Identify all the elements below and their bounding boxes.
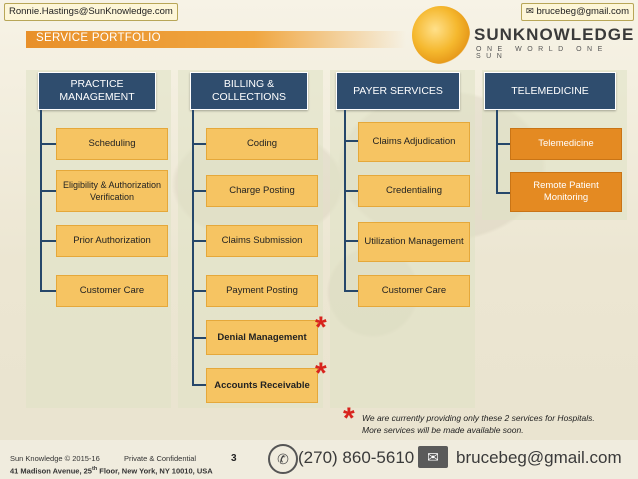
header-payer-services: PAYER SERVICES <box>336 72 460 110</box>
copyright: Sun Knowledge © 2015-16 <box>10 454 100 463</box>
header-billing-collections: BILLING & COLLECTIONS <box>190 72 308 110</box>
connector-line <box>40 190 56 192</box>
address-sup: th <box>91 466 98 472</box>
connector-line <box>496 192 510 194</box>
footer-email[interactable]: brucebeg@gmail.com <box>456 448 622 467</box>
connector-line <box>192 337 206 339</box>
service-scheduling: Scheduling <box>56 128 168 160</box>
connector-line <box>40 240 56 242</box>
connector-line <box>344 190 358 192</box>
service-telemedicine: Telemedicine <box>510 128 622 160</box>
service-eligibility-authorization: Eligibility & Authorization Verification <box>56 170 168 212</box>
logo-name: SUNKNOWLEDGE <box>474 25 635 44</box>
page-title: SERVICE PORTFOLIO <box>36 32 161 44</box>
note-line-1: We are currently providing only these 2 … <box>362 413 595 423</box>
connector-line <box>344 240 358 242</box>
page-number: 3 <box>231 453 237 464</box>
service-claims-adjudication: Claims Adjudication <box>358 122 470 162</box>
hospital-services-note: We are currently providing only these 2 … <box>362 412 632 436</box>
connector-line <box>192 110 194 385</box>
contact-email-right-text: brucebeg@gmail.com <box>536 6 629 17</box>
asterisk-denial: * <box>315 311 327 344</box>
footer-phone[interactable]: (270) 860-5610 <box>298 448 415 467</box>
address-part-1: 41 Madison Avenue, 25 <box>10 466 92 476</box>
footer-address: 41 Madison Avenue, 25th Floor, New York,… <box>10 466 213 476</box>
footer <box>0 440 638 479</box>
address-part-2: Floor, New York, NY 10010, USA <box>97 466 213 476</box>
contact-email-left[interactable]: Ronnie.Hastings@SunKnowledge.com <box>4 3 178 21</box>
service-utilization-management: Utilization Management <box>358 222 470 262</box>
header-telemedicine: TELEMEDICINE <box>484 72 616 110</box>
connector-line <box>40 110 42 290</box>
header-practice-management: PRACTICE MANAGEMENT <box>38 72 156 110</box>
connector-line <box>344 140 358 142</box>
connector-line <box>192 290 206 292</box>
confidential-label: Private & Confidential <box>123 454 197 463</box>
asterisk-accounts: * <box>315 357 327 390</box>
asterisk-note: * <box>343 402 355 435</box>
service-customer-care: Customer Care <box>358 275 470 307</box>
service-prior-authorization: Prior Authorization <box>56 225 168 257</box>
service-charge-posting: Charge Posting <box>206 175 318 207</box>
connector-line <box>496 143 510 145</box>
phone-icon: ✆ <box>268 444 298 474</box>
envelope-icon: ✉ <box>525 6 534 17</box>
connector-line <box>40 290 56 292</box>
connector-line <box>496 110 498 194</box>
note-line-2: More services will be made available soo… <box>362 425 524 435</box>
mail-icon: ✉ <box>418 446 448 468</box>
service-credentialing: Credentialing <box>358 175 470 207</box>
connector-line <box>40 143 56 145</box>
service-remote-patient-monitoring: Remote Patient Monitoring <box>510 172 622 212</box>
connector-line <box>192 190 206 192</box>
contact-email-right[interactable]: ✉ brucebeg@gmail.com <box>520 3 634 21</box>
title-bar <box>26 31 406 48</box>
footer-copyright-line: Sun Knowledge © 2015-16 Private & Confid… <box>10 454 196 463</box>
connector-line <box>344 290 358 292</box>
service-claims-submission: Claims Submission <box>206 225 318 257</box>
connector-line <box>192 384 206 386</box>
service-accounts-receivable: Accounts Receivable <box>206 368 318 403</box>
connector-line <box>192 240 206 242</box>
connector-line <box>344 110 346 290</box>
sun-logo-icon <box>412 6 470 64</box>
service-payment-posting: Payment Posting <box>206 275 318 307</box>
service-customer-care: Customer Care <box>56 275 168 307</box>
service-denial-management: Denial Management <box>206 320 318 355</box>
logo-tagline: ONE WORLD ONE SUN <box>476 46 608 60</box>
service-coding: Coding <box>206 128 318 160</box>
connector-line <box>192 143 206 145</box>
